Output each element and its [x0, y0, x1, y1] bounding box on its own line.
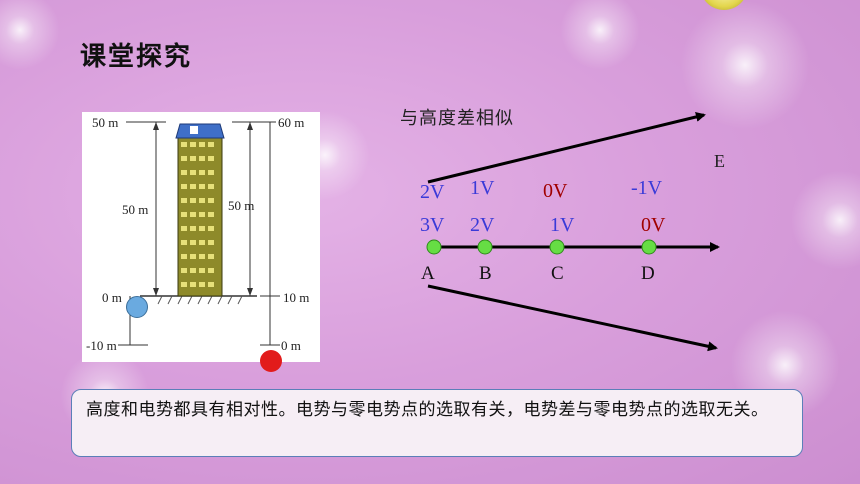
- lower-value-d: 0V: [641, 214, 666, 236]
- field-line-lower: [427, 284, 718, 352]
- point-label-a: A: [421, 263, 435, 284]
- conclusion-box: 高度和电势都具有相对性。电势与零电势点的选取有关，电势差与零电势点的选取无关。: [71, 389, 803, 457]
- point-label-d: D: [641, 263, 655, 284]
- point-label-c: C: [551, 263, 564, 284]
- label-left-mid: 50 m: [122, 202, 148, 217]
- field-label-e: E: [714, 151, 725, 171]
- label-right-mid: 50 m: [228, 198, 254, 213]
- page-title: 课堂探究: [80, 42, 193, 72]
- sparkle-decoration: [680, 0, 810, 130]
- label-left-top: 50 m: [92, 115, 118, 130]
- lower-value-b: 2V: [470, 214, 495, 236]
- point-a-marker: [426, 239, 442, 255]
- upper-value-c: 0V: [543, 180, 568, 202]
- point-d-marker: [641, 239, 657, 255]
- label-left-bottom: -10 m: [86, 338, 117, 353]
- upper-value-a: 2V: [420, 181, 445, 203]
- point-c-marker: [549, 239, 565, 255]
- point-label-b: B: [479, 263, 492, 284]
- building-svg: 50 m 50 m 0 m -10 m 60 m 50 m 10 m 0 m: [86, 115, 309, 353]
- label-right-bottom: 0 m: [281, 338, 301, 353]
- upper-value-b: 1V: [470, 177, 495, 199]
- red-marker: [260, 350, 282, 372]
- sparkle-decoration: [560, 0, 640, 70]
- blue-marker: [126, 296, 148, 318]
- label-right-ground: 10 m: [283, 290, 309, 305]
- field-line-upper: [427, 112, 706, 184]
- label-left-ground: 0 m: [102, 290, 122, 305]
- label-right-top: 60 m: [278, 115, 304, 130]
- conclusion-text: 高度和电势都具有相对性。电势与零电势点的选取有关，电势差与零电势点的选取无关。: [86, 400, 769, 420]
- upper-value-d: -1V: [631, 177, 663, 199]
- sun-decoration: [700, 0, 748, 10]
- lower-value-c: 1V: [550, 214, 575, 236]
- building-figure: 50 m 50 m 0 m -10 m 60 m 50 m 10 m 0 m: [82, 112, 320, 362]
- lower-value-a: 3V: [420, 214, 445, 236]
- similar-to-height-label: 与高度差相似: [400, 108, 514, 129]
- point-b-marker: [477, 239, 493, 255]
